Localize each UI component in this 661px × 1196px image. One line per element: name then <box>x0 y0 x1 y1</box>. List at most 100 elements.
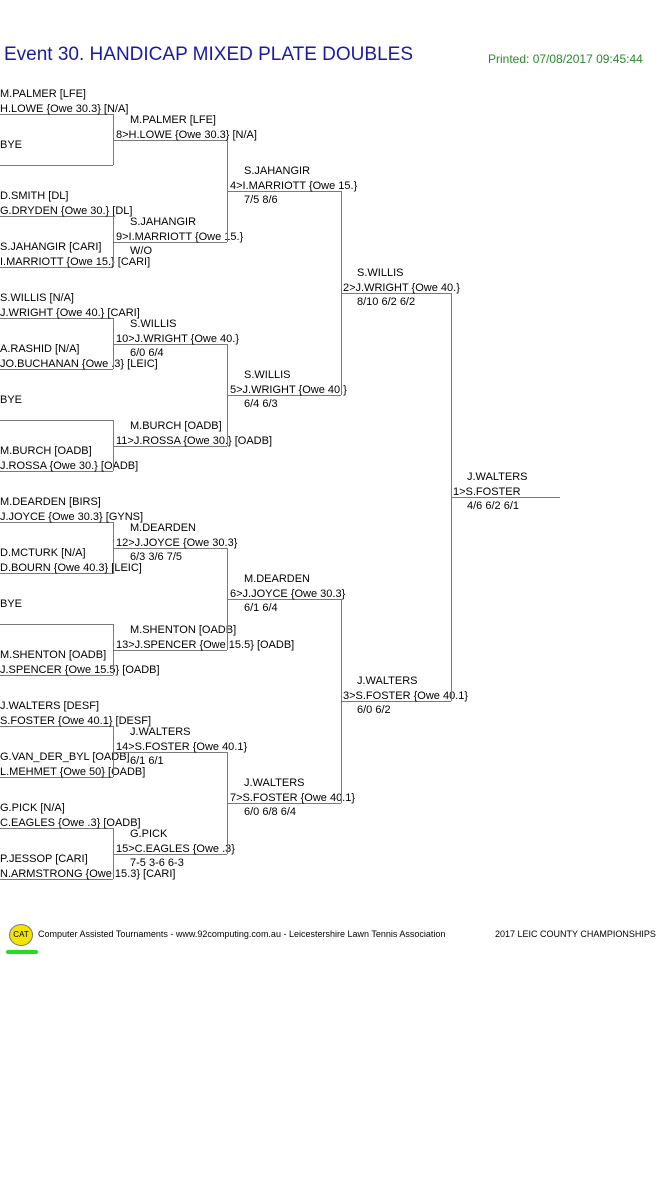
r1-player-1: P.JESSOP [CARI] <box>0 853 88 865</box>
r2-score: 6/1 6/1 <box>130 754 164 767</box>
r1-line <box>0 777 113 778</box>
r1-line <box>0 522 113 523</box>
r2-winner-2: 9>I.MARRIOTT {Owe 15.} <box>116 230 244 243</box>
r1-player-1: M.SHENTON [OADB] <box>0 649 107 661</box>
r2-winner-1: M.DEARDEN <box>130 521 197 534</box>
r2-line <box>113 547 227 549</box>
r1-line <box>0 471 113 472</box>
r1-player-1: S.WILLIS [N/A] <box>0 292 74 304</box>
r1-player-2: I.MARRIOTT {Owe 15.} [CARI] <box>0 256 151 268</box>
r2-score: W/O <box>130 244 152 257</box>
r2-line <box>113 445 227 447</box>
r2-score: 7-5 3-6 6-3 <box>130 856 184 869</box>
r3-winner-1: J.WALTERS <box>244 776 305 789</box>
r2-winner-2: 15>C.EAGLES {Owe .3} <box>116 842 235 855</box>
r2-winner-2: 11>J.ROSSA {Owe 30.} [OADB] <box>116 434 273 447</box>
r1-player-1: BYE <box>0 598 23 610</box>
r1-player-1: G.PICK [N/A] <box>0 802 65 814</box>
r2-winner-2: 14>S.FOSTER {Owe 40.1} <box>116 740 248 753</box>
r1-line <box>0 879 113 880</box>
r3-line <box>227 802 341 804</box>
r1-line <box>0 165 113 166</box>
r1-line <box>0 369 113 370</box>
r1-player-2: G.DRYDEN {Owe 30.} [DL] <box>0 205 133 217</box>
r5-score: 4/6 6/2 6/1 <box>467 499 519 512</box>
r1-player-2: S.FOSTER {Owe 40.1} [DESF] <box>0 715 151 727</box>
r5-line <box>451 496 560 498</box>
r2-line <box>113 139 227 141</box>
r1-player-1: BYE <box>0 394 23 406</box>
r3-score: 6/0 6/8 6/4 <box>244 805 296 818</box>
r1-line <box>0 318 113 319</box>
r2-winner-1: S.JAHANGIR <box>130 215 197 228</box>
r5-winner-1: J.WALTERS <box>467 470 528 483</box>
r1-line <box>0 828 113 829</box>
r2-winner-1: J.WALTERS <box>130 725 191 738</box>
r1-line <box>0 726 113 727</box>
r2-line <box>113 853 227 855</box>
r1-line <box>0 573 113 574</box>
r5-winner-2: 1>S.FOSTER <box>453 485 521 498</box>
footer-credit: Computer Assisted Tournaments - www.92co… <box>38 929 446 939</box>
r4-winner-2: 3>S.FOSTER {Owe 40.1} <box>343 689 469 702</box>
r4-score: 8/10 6/2 6/2 <box>357 295 416 308</box>
r3-winner-1: S.JAHANGIR <box>244 164 311 177</box>
r1-player-1: G.VAN_DER_BYL [OADB] <box>0 751 130 763</box>
r1-line <box>0 624 113 625</box>
r2-winner-2: 13>J.SPENCER {Owe 15.5} [OADB] <box>116 638 295 651</box>
r3-line <box>227 394 341 396</box>
r2-line <box>113 343 227 345</box>
r2-line <box>113 241 227 243</box>
r2-winner-1: S.WILLIS <box>130 317 177 330</box>
page-title: Event 30. HANDICAP MIXED PLATE DOUBLES <box>4 44 413 65</box>
r2-winner-1: G.PICK <box>130 827 168 840</box>
r3-winner-2: 6>J.JOYCE {Owe 30.3} <box>230 587 346 600</box>
r1-player-1: M.DEARDEN [BIRS] <box>0 496 101 508</box>
r1-line <box>0 675 113 676</box>
r1-player-1: D.MCTURK [N/A] <box>0 547 86 559</box>
r1-line <box>0 216 113 217</box>
r1-player-2: C.EAGLES {Owe .3} [OADB] <box>0 817 141 829</box>
r3-score: 6/4 6/3 <box>244 397 278 410</box>
r1-player-2: D.BOURN {Owe 40.3} [LEIC] <box>0 562 142 574</box>
r1-player-1: A.RASHID [N/A] <box>0 343 80 355</box>
r2-winner-2: 10>J.WRIGHT {Owe 40.} <box>116 332 239 345</box>
r2-score: 6/0 6/4 <box>130 346 164 359</box>
r1-player-1: J.WALTERS [DESF] <box>0 700 100 712</box>
r1-player-2: JO.BUCHANAN {Owe .3} [LEIC] <box>0 358 158 370</box>
r3-winner-1: S.WILLIS <box>244 368 291 381</box>
r2-line <box>113 751 227 753</box>
r1-player-2: J.JOYCE {Owe 30.3} [GYNS] <box>0 511 144 523</box>
r3-line <box>227 190 341 192</box>
r2-winner-2: 8>H.LOWE {Owe 30.3} [N/A] <box>116 128 257 141</box>
r4-winner-2: 2>J.WRIGHT {Owe 40.} <box>343 281 460 294</box>
r4-score: 6/0 6/2 <box>357 703 391 716</box>
r1-player-1: D.SMITH [DL] <box>0 190 69 202</box>
r1-line <box>0 114 113 115</box>
r1-player-2: J.SPENCER {Owe 15.5} [OADB] <box>0 664 160 676</box>
r3-score: 6/1 6/4 <box>244 601 278 614</box>
r4-line <box>341 700 451 702</box>
r4-line <box>341 292 451 294</box>
r1-player-2: L.MEHMET {Owe 50} [OADB] <box>0 766 146 778</box>
r1-line <box>0 267 113 268</box>
r3-winner-1: M.DEARDEN <box>244 572 311 585</box>
r2-winner-1: M.BURCH [OADB] <box>130 419 222 432</box>
r1-player-2: J.ROSSA {Owe 30.} [OADB] <box>0 460 139 472</box>
r4-winner-1: S.WILLIS <box>357 266 404 279</box>
r1-player-1: M.BURCH [OADB] <box>0 445 92 457</box>
r2-line <box>113 649 227 651</box>
r4-winner-1: J.WALTERS <box>357 674 418 687</box>
r3-score: 7/5 8/6 <box>244 193 278 206</box>
footer-championship: 2017 LEIC COUNTY CHAMPIONSHIPS <box>495 929 656 939</box>
r1-player-1: BYE <box>0 139 23 151</box>
r1-player-1: S.JAHANGIR [CARI] <box>0 241 102 253</box>
r1-player-2: J.WRIGHT {Owe 40.} [CARI] <box>0 307 140 319</box>
r2-score: 6/3 3/6 7/5 <box>130 550 182 563</box>
r3-winner-2: 5>J.WRIGHT {Owe 40.} <box>230 383 347 396</box>
r3-winner-2: 4>I.MARRIOTT {Owe 15.} <box>230 179 358 192</box>
logo-underline <box>6 950 38 954</box>
r1-player-1: M.PALMER [LFE] <box>0 88 86 100</box>
r2-winner-1: M.PALMER [LFE] <box>130 113 216 126</box>
r1-player-2: H.LOWE {Owe 30.3} [N/A] <box>0 103 129 115</box>
